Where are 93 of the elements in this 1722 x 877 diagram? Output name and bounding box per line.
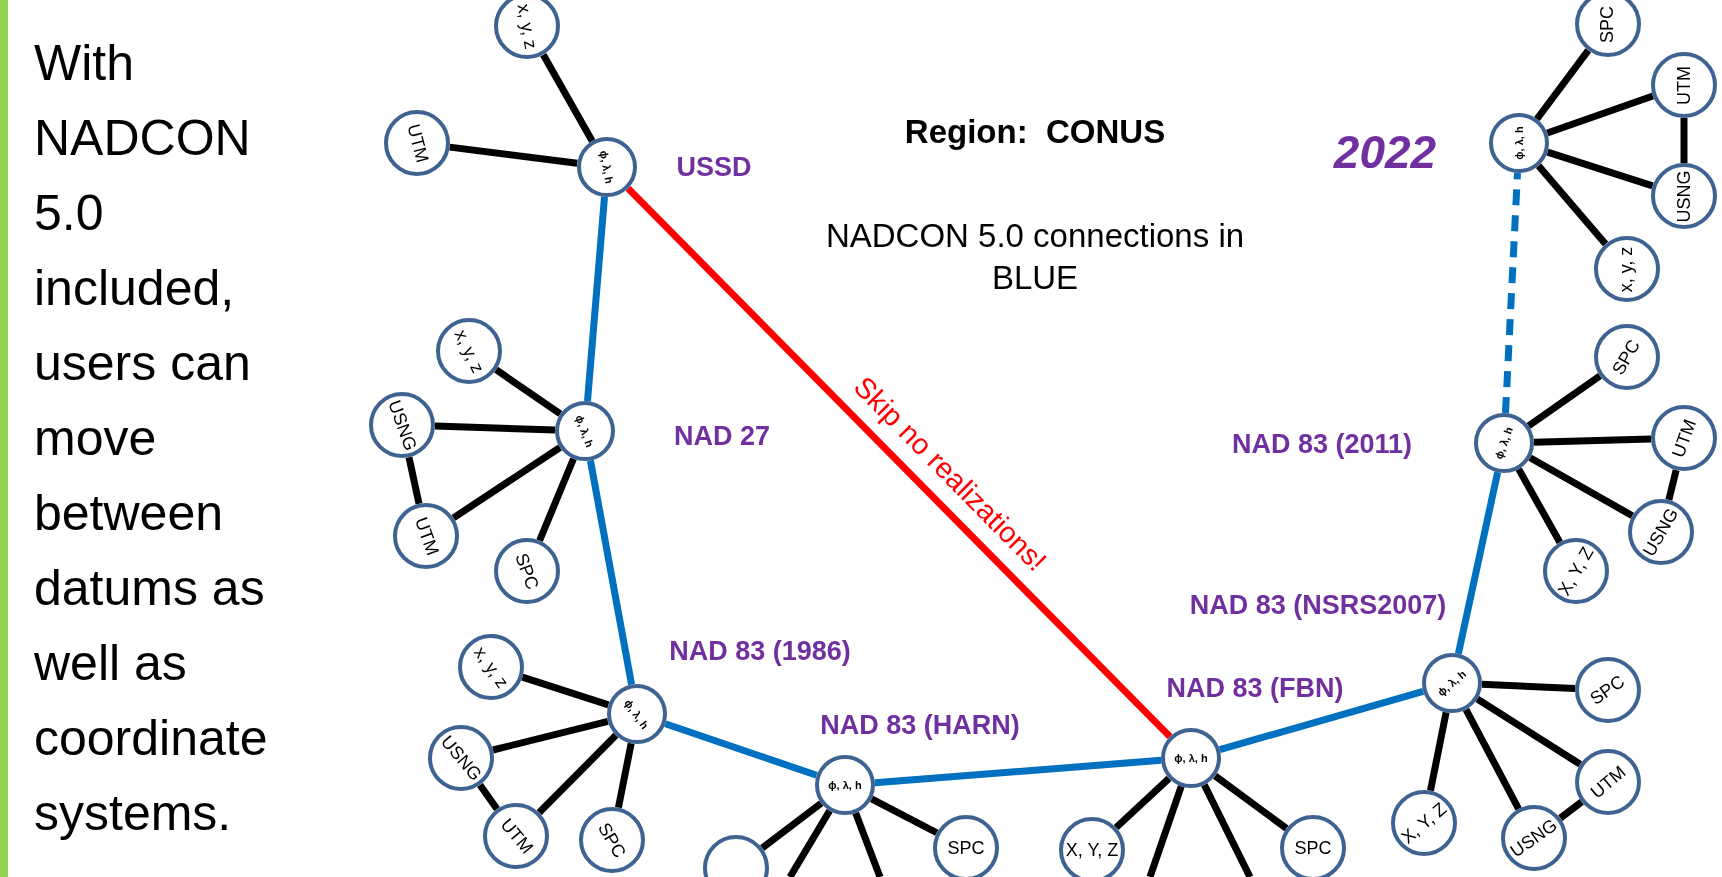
datum-label: NAD 83 (NSRS2007) xyxy=(1189,589,1447,621)
datum-label: NAD 83 (1986) xyxy=(669,635,851,667)
coordinate-label: UTM xyxy=(1673,65,1695,105)
connector xyxy=(477,782,500,812)
diagram-title: Region: CONUS xyxy=(904,113,1166,151)
datum-circle xyxy=(1422,653,1482,713)
connector xyxy=(1546,148,1654,190)
connector xyxy=(492,717,609,754)
coordinate-label: x, y, z xyxy=(449,325,489,377)
coordinate-label: X, Y, Z xyxy=(1397,798,1451,848)
connector xyxy=(1113,775,1172,831)
connector xyxy=(1534,48,1592,122)
connector xyxy=(1515,467,1563,544)
coordinate-label: USNG xyxy=(383,396,421,454)
connector xyxy=(1665,469,1680,501)
connector xyxy=(1218,687,1425,754)
coordinate-symbols: ϕ, λ, h xyxy=(1435,667,1469,699)
connector xyxy=(625,185,1173,740)
datum-label: USSD xyxy=(676,151,752,183)
connector xyxy=(1475,696,1582,768)
datum-label: NAD 83 (FBN) xyxy=(1166,672,1344,704)
coordinate-symbols: ϕ, λ, h xyxy=(1174,752,1208,764)
connector xyxy=(1680,118,1688,163)
datum-label: NAD 83 (HARN) xyxy=(820,709,1020,741)
connector xyxy=(1526,373,1602,429)
coordinate-label: SPC xyxy=(1294,837,1332,859)
note-text: NADCON 5.0 connections in BLUE xyxy=(824,216,1246,298)
connector xyxy=(787,808,833,877)
coordinate-label: X, Y, Z xyxy=(1553,543,1599,599)
datum-circle xyxy=(577,137,637,197)
coordinate-label: UTM xyxy=(409,514,443,558)
datum-circle xyxy=(1474,413,1534,473)
connector xyxy=(521,673,610,709)
coordinate-circle xyxy=(494,0,560,59)
coordinate-label: SPC xyxy=(947,837,985,859)
connector xyxy=(586,459,636,686)
connector xyxy=(405,456,423,505)
coordinate-symbols: ϕ, λ, h xyxy=(828,779,862,791)
coordinate-symbols: ϕ, λ, h xyxy=(598,149,616,185)
coordinate-label: SPC xyxy=(1597,5,1619,43)
coordinate-symbols: ϕ, λ, h xyxy=(1492,425,1516,461)
connector xyxy=(536,732,619,816)
connector xyxy=(451,444,562,521)
connector xyxy=(540,53,596,143)
coordinate-symbols: ϕ, λ, h xyxy=(573,413,597,449)
connector xyxy=(1462,707,1522,811)
connector xyxy=(449,143,578,167)
coordinate-label: UTM xyxy=(1667,416,1701,460)
coordinate-label: SPC xyxy=(1586,670,1630,710)
datum-label: 2022 xyxy=(1333,125,1437,179)
connector xyxy=(760,800,824,851)
datum-circle xyxy=(607,684,667,744)
connector xyxy=(1146,785,1185,877)
datum-label: NAD 83 (2011) xyxy=(1231,428,1413,460)
connector xyxy=(852,811,884,877)
datum-circle xyxy=(815,755,875,815)
coordinate-circle xyxy=(1575,0,1641,57)
coordinate-label: x, y, z xyxy=(469,642,513,692)
coordinate-label: x, y, z xyxy=(512,1,542,51)
connector xyxy=(536,457,577,542)
connector xyxy=(1546,92,1655,137)
datum-label: NAD 27 xyxy=(674,420,770,452)
connector xyxy=(1535,163,1609,247)
datum-circle xyxy=(1161,728,1221,788)
coordinate-circle xyxy=(933,815,999,877)
connector xyxy=(1454,471,1502,655)
connector xyxy=(584,196,608,402)
coordinate-symbols: ϕ, λ, h xyxy=(622,696,652,732)
coordinate-label: USNG xyxy=(1673,170,1695,222)
connector xyxy=(1533,435,1652,446)
dashed-connector xyxy=(1502,172,1521,414)
coordinate-label: SPC xyxy=(510,550,544,592)
connector xyxy=(434,422,556,434)
coordinate-label: X, Y, Z xyxy=(1065,839,1119,861)
coordinate-circle xyxy=(1059,817,1125,877)
connector xyxy=(494,366,563,417)
datum-circle xyxy=(1489,113,1549,173)
side-note: With NADCON 5.0 included, users can move between datums as well as coordinate systems. xyxy=(34,34,269,843)
coordinate-circle xyxy=(1280,815,1346,877)
connector xyxy=(1213,773,1289,832)
connector xyxy=(1201,783,1254,877)
connector xyxy=(664,720,818,779)
connector xyxy=(870,795,939,836)
connector xyxy=(1558,799,1584,821)
connector xyxy=(874,756,1162,787)
coordinate-label: x, y, z xyxy=(1616,246,1638,292)
connector xyxy=(1481,680,1576,692)
coordinate-symbols: ϕ, λ, h xyxy=(1513,126,1525,160)
coordinate-label: UTM xyxy=(401,121,433,165)
connector xyxy=(1528,454,1635,519)
connector xyxy=(615,742,635,809)
connector xyxy=(1427,711,1450,792)
datum-circle xyxy=(555,401,615,461)
